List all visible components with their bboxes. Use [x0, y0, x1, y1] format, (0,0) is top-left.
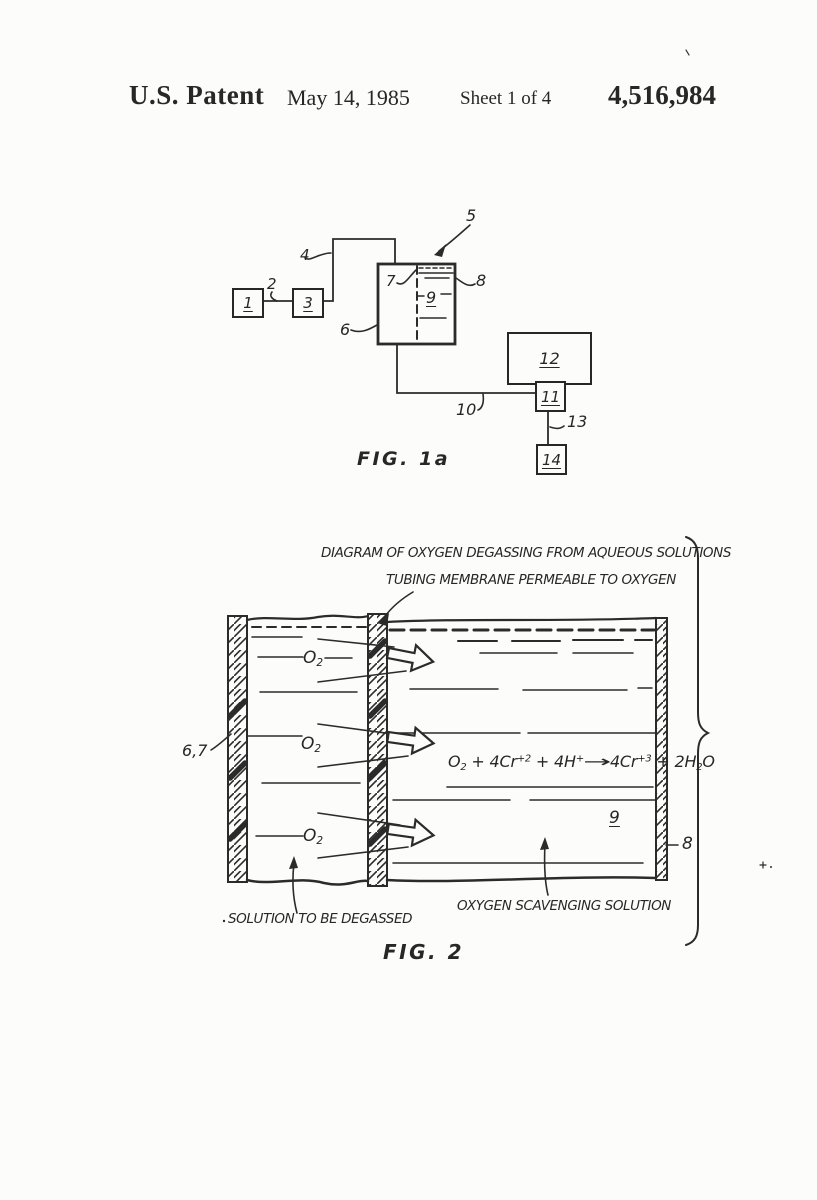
- transfer-arrow-3: [386, 817, 436, 848]
- ref-label-6: 6: [340, 320, 351, 339]
- leader-2: [270, 291, 278, 302]
- leader-tubing-membrane: [385, 591, 414, 616]
- block-14: 14: [536, 444, 567, 475]
- fig2-caption-right: OXYGEN SCAVENGING SOLUTION: [457, 898, 672, 914]
- block-14-label: 14: [541, 450, 562, 469]
- block-11-label: 11: [540, 387, 561, 406]
- fig2-caption-left: SOLUTION TO BE DEGASSED: [228, 911, 413, 927]
- right-wall: [655, 617, 668, 881]
- block-11: 11: [535, 381, 566, 412]
- block-3: 3: [292, 288, 324, 318]
- leader-8: [455, 277, 476, 287]
- fig2-title-line1: DIAGRAM OF OXYGEN DEGASSING FROM AQUEOUS…: [321, 545, 732, 561]
- o2-label-3: O2: [303, 826, 324, 847]
- patent-header-title: U.S. Patent: [129, 80, 265, 110]
- leader-5: [438, 224, 471, 252]
- leader-solution-arrowhead: [289, 856, 298, 869]
- leader-13: [549, 425, 565, 430]
- ref-label-5: 5: [466, 206, 477, 225]
- o2-label-1: O2: [303, 648, 324, 669]
- leader-6: [350, 324, 378, 333]
- leader-scavenging-arrowhead: [540, 837, 549, 850]
- leader-5-arrowhead: [434, 244, 446, 257]
- ref-label-6-7: 6,7: [182, 741, 208, 760]
- fig1a-caption: FIG. 1a: [357, 448, 451, 470]
- transfer-arrow-1: [385, 643, 436, 673]
- patent-header-date: May 14, 1985: [287, 85, 410, 110]
- block-12-label: 12: [539, 349, 560, 368]
- membrane-wall: [367, 613, 388, 887]
- ref-label-10: 10: [456, 400, 477, 419]
- block-12: 12: [507, 332, 592, 385]
- patent-header-number: 4,516,984: [608, 80, 716, 110]
- leader-7: [396, 269, 417, 285]
- o2-label-2: O2: [301, 734, 322, 755]
- leader-scavenging: [543, 842, 549, 896]
- ref-label-2: 2: [267, 275, 277, 293]
- leader-tubing-arrowhead: [377, 613, 389, 626]
- reaction-formula: O2 + 4Cr+2 + 4H+→4Cr+3 + 2H2O: [448, 752, 715, 773]
- block-3-label: 3: [303, 294, 313, 312]
- fig2-caption: FIG. 2: [383, 940, 464, 964]
- ref-label-9-tank: 9: [426, 288, 437, 307]
- leader-6-7: [210, 733, 232, 751]
- patent-header-sheet: Sheet 1 of 4: [460, 88, 552, 109]
- transfer-arrow-2: [386, 725, 436, 756]
- leader-10: [477, 393, 485, 411]
- ref-label-4: 4: [300, 246, 310, 264]
- fig2-title-line2: TUBING MEMBRANE PERMEABLE TO OXYGEN: [386, 572, 676, 588]
- block-1: 1: [232, 288, 264, 318]
- right-brace: [685, 536, 711, 946]
- ref-label-9-fig2: 9: [609, 808, 620, 828]
- fig2-drawing: [210, 49, 772, 946]
- leader-solution: [292, 862, 298, 914]
- block-1-label: 1: [243, 294, 253, 312]
- ref-label-8: 8: [476, 271, 487, 290]
- ref-label-7: 7: [386, 272, 396, 290]
- ref-label-13: 13: [567, 412, 588, 431]
- ref-label-8-fig2: 8: [682, 834, 693, 854]
- left-wall: [227, 615, 248, 883]
